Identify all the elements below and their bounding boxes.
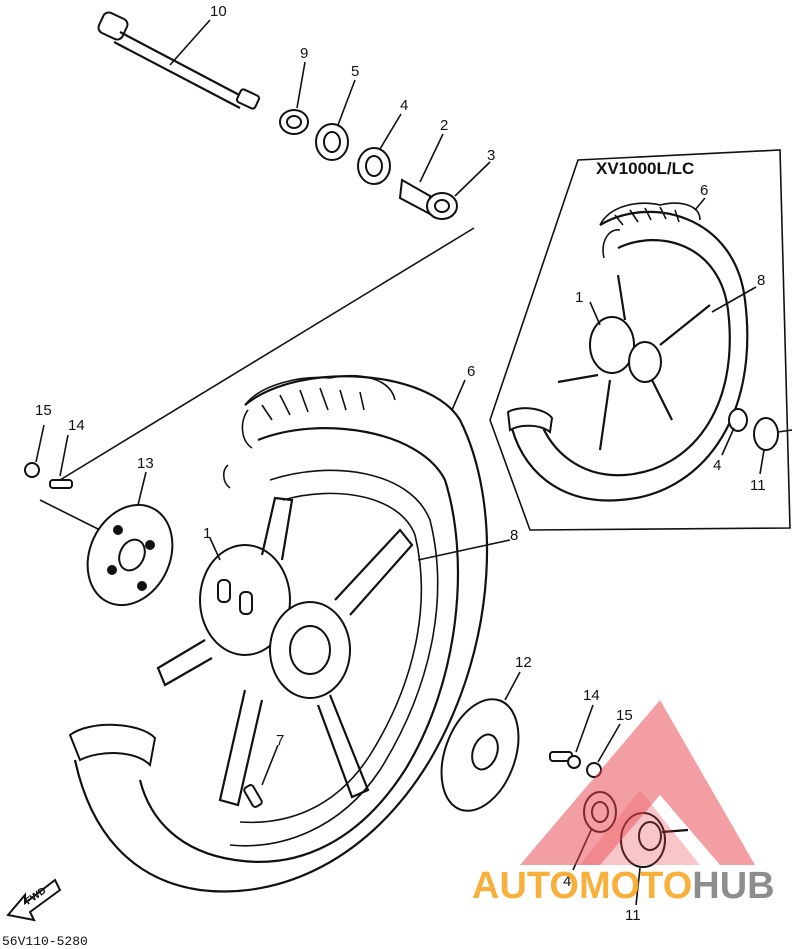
disc-left-part bbox=[86, 503, 174, 607]
callout-valve-band: 8 bbox=[510, 527, 518, 544]
callout-disc-right: 12 bbox=[515, 654, 532, 671]
bearing-left-part bbox=[315, 123, 349, 161]
callout-hub-cap: 11 bbox=[625, 907, 641, 924]
fwd-arrow-icon: FWD bbox=[6, 878, 62, 922]
callout-inset-bearing: 4 bbox=[713, 457, 721, 474]
callout-tire: 6 bbox=[467, 363, 475, 380]
axle-part bbox=[97, 11, 261, 110]
variant-label: XV1000L/LC bbox=[596, 159, 694, 178]
callout-bolt-right: 15 bbox=[616, 707, 633, 724]
watermark-triangle-icon bbox=[520, 700, 755, 865]
automotohub-watermark: AUTOMOTOHUB bbox=[472, 700, 775, 907]
spacer-nut-part bbox=[279, 109, 309, 135]
callout-bolt-left: 15 bbox=[35, 402, 52, 419]
callout-inset-valve-band: 8 bbox=[757, 272, 765, 289]
watermark-auto: AUTO bbox=[472, 865, 579, 907]
bearing-right-part bbox=[357, 147, 391, 185]
callout-spacer-nut: 9 bbox=[300, 45, 308, 62]
bolt-left-part bbox=[24, 462, 40, 478]
callout-valve: 7 bbox=[276, 732, 284, 749]
callout-collar: 2 bbox=[440, 117, 448, 134]
callout-axle: 10 bbox=[210, 3, 227, 20]
callout-collar-cap: 3 bbox=[487, 147, 495, 164]
callout-bearing-lower: 4 bbox=[563, 873, 571, 890]
main-wheel bbox=[68, 375, 489, 893]
callout-bearing-right: 4 bbox=[400, 97, 408, 114]
callout-hub: 1 bbox=[203, 525, 211, 542]
collar-part bbox=[398, 178, 458, 220]
callout-inset-hub-cap: 11 bbox=[750, 477, 766, 494]
callout-bolt-small-right: 14 bbox=[583, 687, 600, 704]
drawing-code: 56V110-5280 bbox=[2, 934, 88, 949]
svg-text:AUTOMOTOHUB: AUTOMOTOHUB bbox=[472, 865, 775, 907]
callout-disc-left: 13 bbox=[137, 455, 154, 472]
inset-variant: XV1000L/LC bbox=[489, 149, 793, 531]
callout-inset-tire: 6 bbox=[700, 182, 708, 199]
callout-bearing-left: 5 bbox=[351, 63, 359, 80]
watermark-hub: HUB bbox=[692, 865, 774, 907]
disc-right-part bbox=[440, 698, 520, 812]
bolt-small-left-part bbox=[49, 479, 73, 489]
watermark-moto: MOTO bbox=[579, 865, 692, 907]
callout-inset-hub: 1 bbox=[575, 289, 583, 306]
callout-bolt-small-left: 14 bbox=[68, 417, 85, 434]
bolt-small-right-part bbox=[549, 751, 581, 769]
